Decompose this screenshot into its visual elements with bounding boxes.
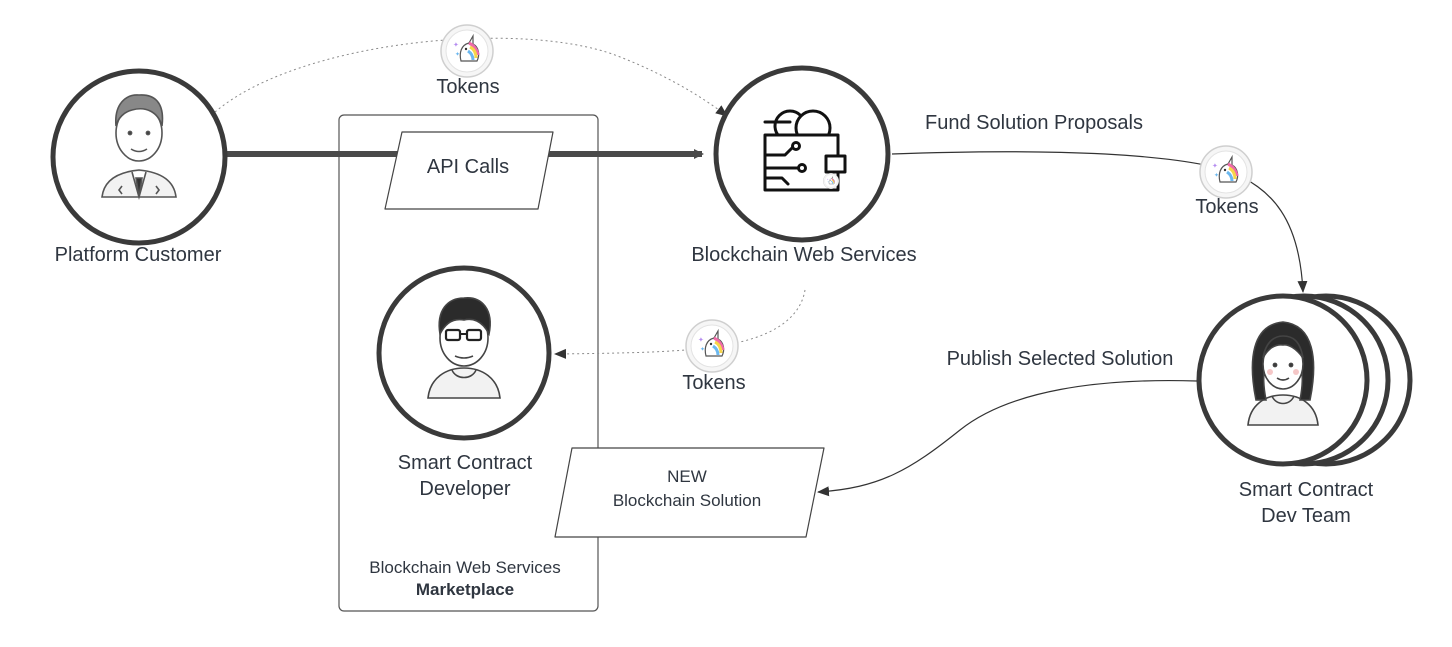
tokens-label-top: Tokens — [436, 76, 500, 98]
marketplace-caption-line2: Marketplace — [415, 580, 515, 600]
fund-proposals-connector — [891, 151, 1308, 293]
api-calls-label: API Calls — [426, 156, 510, 178]
new-solution-box — [554, 447, 825, 538]
smart-contract-dev-team-label-line2: Dev Team — [1261, 504, 1351, 527]
smart-contract-developer-label-line1: Smart Contract — [397, 452, 533, 474]
businessman-avatar-icon — [101, 94, 177, 200]
blockchain-web-services-label: Blockchain Web Services — [691, 244, 917, 266]
unicorn-token-icon — [439, 23, 495, 79]
tokens-label-middle: Tokens — [682, 372, 746, 394]
platform-customer-label: Platform Customer — [54, 244, 222, 266]
marketplace-caption: Blockchain Web Services Marketplace — [339, 557, 591, 601]
new-solution-label: NEW Blockchain Solution — [572, 465, 802, 513]
new-solution-label-line1: NEW — [667, 467, 707, 486]
unicorn-token-icon — [1198, 144, 1254, 200]
smart-contract-developer-label-line2: Developer — [419, 477, 511, 500]
publish-solution-connector — [817, 380, 1198, 497]
developer-avatar-icon — [427, 297, 501, 399]
token-flow-bws-to-developer — [554, 289, 806, 359]
blockchain-web-services-node — [713, 65, 891, 243]
female-developer-avatar-icon — [1247, 321, 1319, 426]
smart-contract-dev-team-label-line1: Smart Contract — [1238, 479, 1374, 501]
publish-selected-solution-label: Publish Selected Solution — [946, 348, 1174, 370]
fund-solution-proposals-label: Fund Solution Proposals — [925, 112, 1143, 134]
unicorn-token-icon — [684, 318, 740, 374]
smart-contract-dev-team-node — [1196, 293, 1413, 467]
wallet-icon — [763, 109, 847, 192]
new-solution-label-line2: Blockchain Solution — [612, 490, 762, 510]
marketplace-container — [338, 114, 599, 612]
platform-customer-node — [50, 68, 228, 246]
api-calls-box — [384, 131, 554, 210]
marketplace-caption-line1: Blockchain Web Services — [369, 558, 561, 577]
tokens-label-right: Tokens — [1195, 196, 1259, 218]
smart-contract-dev-team-label: Smart Contract Dev Team — [1210, 478, 1402, 529]
smart-contract-developer-label: Smart Contract Developer — [370, 451, 560, 502]
smart-contract-developer-node — [376, 265, 552, 441]
